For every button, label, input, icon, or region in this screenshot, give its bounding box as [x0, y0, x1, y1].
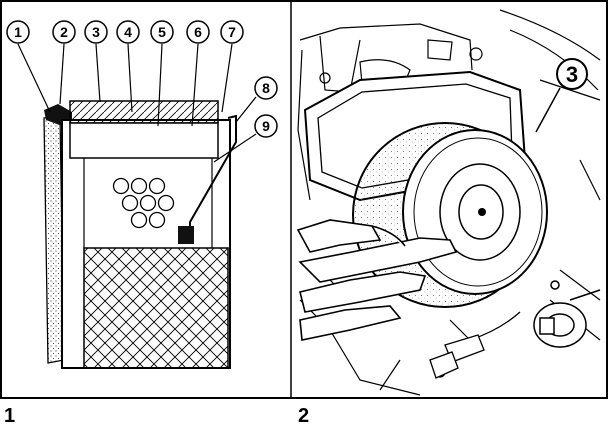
top-cap-hatched	[69, 100, 219, 124]
svg-text:5: 5	[158, 24, 166, 40]
filter-center-dot	[478, 208, 486, 216]
callout-3-filter: 3	[535, 58, 588, 133]
clip-block	[178, 226, 194, 244]
vent-holes	[112, 177, 175, 229]
callout-3: 3	[84, 20, 108, 103]
svg-text:1: 1	[14, 24, 22, 40]
panel-1-cross-section: 1 2 3 4 5 6 7	[6, 20, 278, 369]
svg-text:9: 9	[262, 118, 270, 134]
svg-text:4: 4	[124, 24, 132, 40]
filter-element-crosshatch	[83, 247, 229, 369]
callout-1: 1	[6, 20, 51, 113]
svg-text:3: 3	[92, 24, 100, 40]
callout-8: 8	[235, 76, 278, 123]
svg-text:3: 3	[566, 62, 578, 87]
figure-number-2: 2	[298, 405, 310, 427]
sensor-unit	[533, 280, 601, 348]
top-cap-band	[69, 122, 219, 159]
svg-text:7: 7	[228, 24, 236, 40]
figure-number-1: 1	[4, 405, 16, 427]
callout-5: 5	[150, 20, 174, 127]
callout-7: 7	[220, 20, 244, 113]
callout-6: 6	[186, 20, 210, 127]
sensor-connector	[429, 311, 521, 379]
hand	[296, 219, 458, 341]
callout-4: 4	[116, 20, 140, 113]
filter-face	[402, 129, 548, 295]
figure-frame	[0, 0, 608, 399]
callout-9: 9	[213, 114, 278, 163]
svg-text:8: 8	[262, 80, 270, 96]
panel-2-illustration: 3	[296, 9, 601, 396]
svg-text:2: 2	[60, 24, 68, 40]
svg-text:6: 6	[194, 24, 202, 40]
callout-2: 2	[52, 20, 76, 105]
